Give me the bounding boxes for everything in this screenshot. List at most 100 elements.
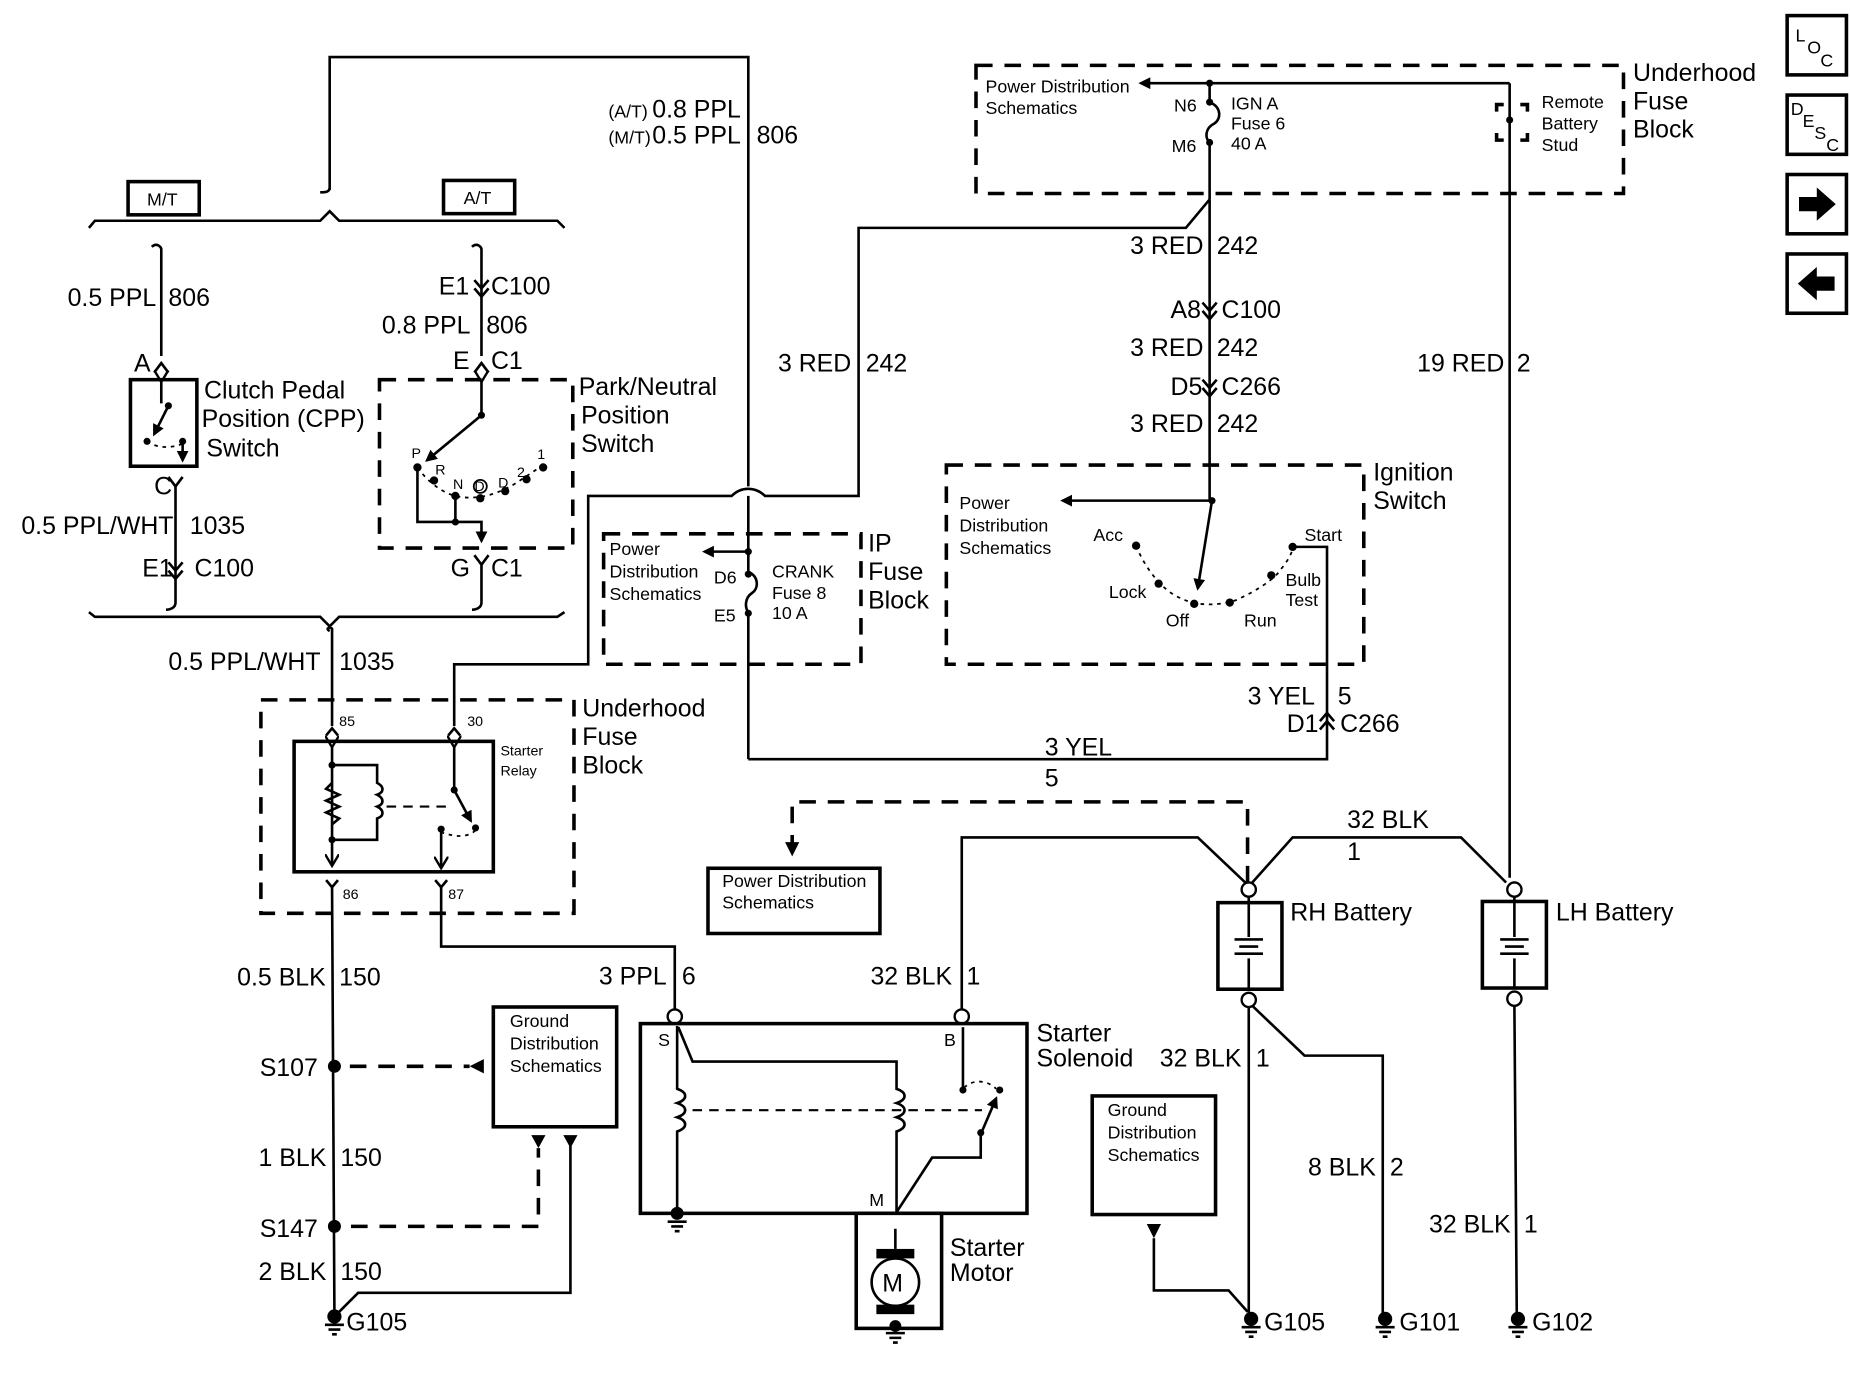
shift-position-label: D bbox=[474, 479, 484, 495]
splice-label: S147 bbox=[260, 1215, 318, 1243]
wire-circuit: 150 bbox=[340, 1144, 382, 1172]
starter-solenoid: 3 PPL 6 32 BLK 1 S B M Starter Solenoid bbox=[439, 887, 1133, 1233]
shift-position-label: P bbox=[412, 446, 421, 462]
wire-circuit: 1035 bbox=[339, 648, 394, 676]
arrow-right-icon bbox=[1799, 187, 1836, 221]
loc-letter-l: L bbox=[1795, 26, 1805, 46]
wire-option-at: (A/T) bbox=[608, 102, 647, 122]
ground-label: G102 bbox=[1532, 1309, 1593, 1337]
desc-button[interactable]: D E S C bbox=[1785, 93, 1849, 157]
wire-circuit: 6 bbox=[682, 962, 696, 990]
connector-id: C266 bbox=[1221, 373, 1281, 401]
pin-label: 87 bbox=[448, 887, 464, 903]
wire-circuit: 1 bbox=[1256, 1044, 1270, 1072]
reference-text: Power Distribution bbox=[985, 77, 1129, 97]
wire-gauge: 0.5 PPL/WHT bbox=[21, 512, 173, 540]
component-name: Block bbox=[1633, 116, 1694, 144]
fuse-label: 10 A bbox=[772, 603, 808, 623]
wire-circuit: 2 bbox=[1390, 1153, 1404, 1181]
wire-gauge: 3 YEL bbox=[1248, 683, 1316, 711]
component-name: Switch bbox=[1373, 487, 1446, 515]
ignition-switch: Ignition Switch Power Distribution Schem… bbox=[748, 458, 1454, 761]
stud-label: Stud bbox=[1542, 135, 1579, 155]
component-name: Position bbox=[581, 402, 670, 430]
reference-text: Distribution bbox=[1108, 1123, 1197, 1143]
component-name: LH Battery bbox=[1556, 898, 1674, 926]
fuse-label: Fuse 8 bbox=[772, 583, 826, 603]
loc-button[interactable]: L O C bbox=[1785, 13, 1849, 77]
pin-label: S bbox=[658, 1030, 670, 1050]
component-name: Block bbox=[868, 587, 929, 615]
ground-label: G105 bbox=[346, 1309, 407, 1337]
reference-text: Schematics bbox=[1108, 1145, 1200, 1165]
wire-gauge: 32 BLK bbox=[1347, 806, 1429, 834]
wire-circuit: 806 bbox=[486, 311, 528, 339]
wire-option-mt: (M/T) bbox=[608, 128, 650, 148]
wire-circuit: 242 bbox=[866, 349, 908, 377]
reference-text: Power Distribution bbox=[722, 871, 866, 891]
connector-id: C100 bbox=[491, 272, 551, 300]
pin-label: N6 bbox=[1174, 96, 1197, 116]
desc-letter-s: S bbox=[1814, 123, 1826, 143]
wire-circuit: 1 bbox=[967, 962, 981, 990]
lh-battery: LH Battery bbox=[1480, 881, 1674, 1315]
stud-label: Remote bbox=[1542, 92, 1604, 112]
next-page-button[interactable] bbox=[1785, 172, 1849, 236]
clutch-pedal-position-switch: 0.5 PPL 806 A Clutch Pedal Position (CPP… bbox=[21, 243, 365, 612]
fuse-label: Fuse 6 bbox=[1231, 113, 1285, 133]
shift-position-label: R bbox=[435, 463, 445, 479]
ground-label: G105 bbox=[1264, 1309, 1325, 1337]
wire-circuit: 2 bbox=[1517, 349, 1531, 377]
wire-circuit: 150 bbox=[339, 964, 381, 992]
component-name: Fuse bbox=[868, 558, 923, 586]
starter-relay-block: 0.5 PPL/WHT 1035 Underhood Fuse Block 85… bbox=[168, 198, 1211, 916]
component-name: Underhood bbox=[582, 694, 705, 722]
pin-label: M bbox=[869, 1190, 884, 1210]
component-name: Starter bbox=[950, 1234, 1025, 1262]
component-name: Motor bbox=[950, 1259, 1014, 1287]
component-name: Clutch Pedal bbox=[204, 377, 345, 405]
option-bracket: M/T A/T bbox=[87, 178, 566, 629]
desc-letter-d: D bbox=[1791, 99, 1804, 119]
key-position-label: Off bbox=[1166, 610, 1189, 630]
wire-gauge: 19 RED bbox=[1417, 349, 1504, 377]
option-at-label: A/T bbox=[464, 188, 492, 208]
wire-gauge: 2 BLK bbox=[259, 1258, 327, 1286]
pin-label: B bbox=[944, 1030, 956, 1050]
connector-pin: D1 bbox=[1287, 710, 1319, 738]
wire-circuit: 1 bbox=[1524, 1210, 1538, 1238]
ip-fuse-block: Power Distribution Schematics D6 E5 CRAN… bbox=[601, 530, 929, 760]
component-name: Fuse bbox=[582, 723, 637, 751]
component-name: Position (CPP) bbox=[202, 405, 365, 433]
wire-circuit: 1 bbox=[1347, 838, 1361, 866]
component-name: Relay bbox=[500, 764, 537, 780]
pin-label: C bbox=[154, 473, 172, 501]
ground-distribution-reference-2: Ground Distribution Schematics bbox=[1090, 1094, 1249, 1313]
component-name: Solenoid bbox=[1036, 1044, 1133, 1072]
wire-gauge: 32 BLK bbox=[1160, 1044, 1242, 1072]
key-position-label: Test bbox=[1286, 590, 1319, 610]
connector-id: C1 bbox=[491, 555, 523, 583]
reference-text: Schematics bbox=[510, 1056, 602, 1076]
prev-page-button[interactable] bbox=[1785, 252, 1849, 316]
wire-gauge: 1 BLK bbox=[259, 1144, 327, 1172]
wire-gauge: 3 YEL bbox=[1045, 734, 1113, 762]
shift-position-label: 2 bbox=[517, 465, 525, 481]
wire-circuit: 806 bbox=[757, 122, 799, 150]
connector-id: C1 bbox=[491, 347, 523, 375]
wire-circuit: 1035 bbox=[190, 512, 245, 540]
splice-label: S107 bbox=[260, 1054, 318, 1082]
desc-letter-c: C bbox=[1826, 135, 1839, 155]
wire-circuit: 242 bbox=[1217, 410, 1259, 438]
reference-text: Schematics bbox=[959, 538, 1051, 558]
wire-gauge: 3 RED bbox=[1130, 410, 1203, 438]
component-name: IP bbox=[868, 530, 892, 558]
connector-pin: D5 bbox=[1170, 373, 1202, 401]
reference-text: Schematics bbox=[722, 893, 814, 913]
power-distribution-reference: Power Distribution Schematics bbox=[706, 800, 1250, 936]
key-position-label: Run bbox=[1244, 610, 1277, 630]
reference-text: Ground bbox=[510, 1011, 569, 1031]
component-name: Underhood bbox=[1633, 59, 1756, 87]
pin-label: 86 bbox=[343, 887, 359, 903]
